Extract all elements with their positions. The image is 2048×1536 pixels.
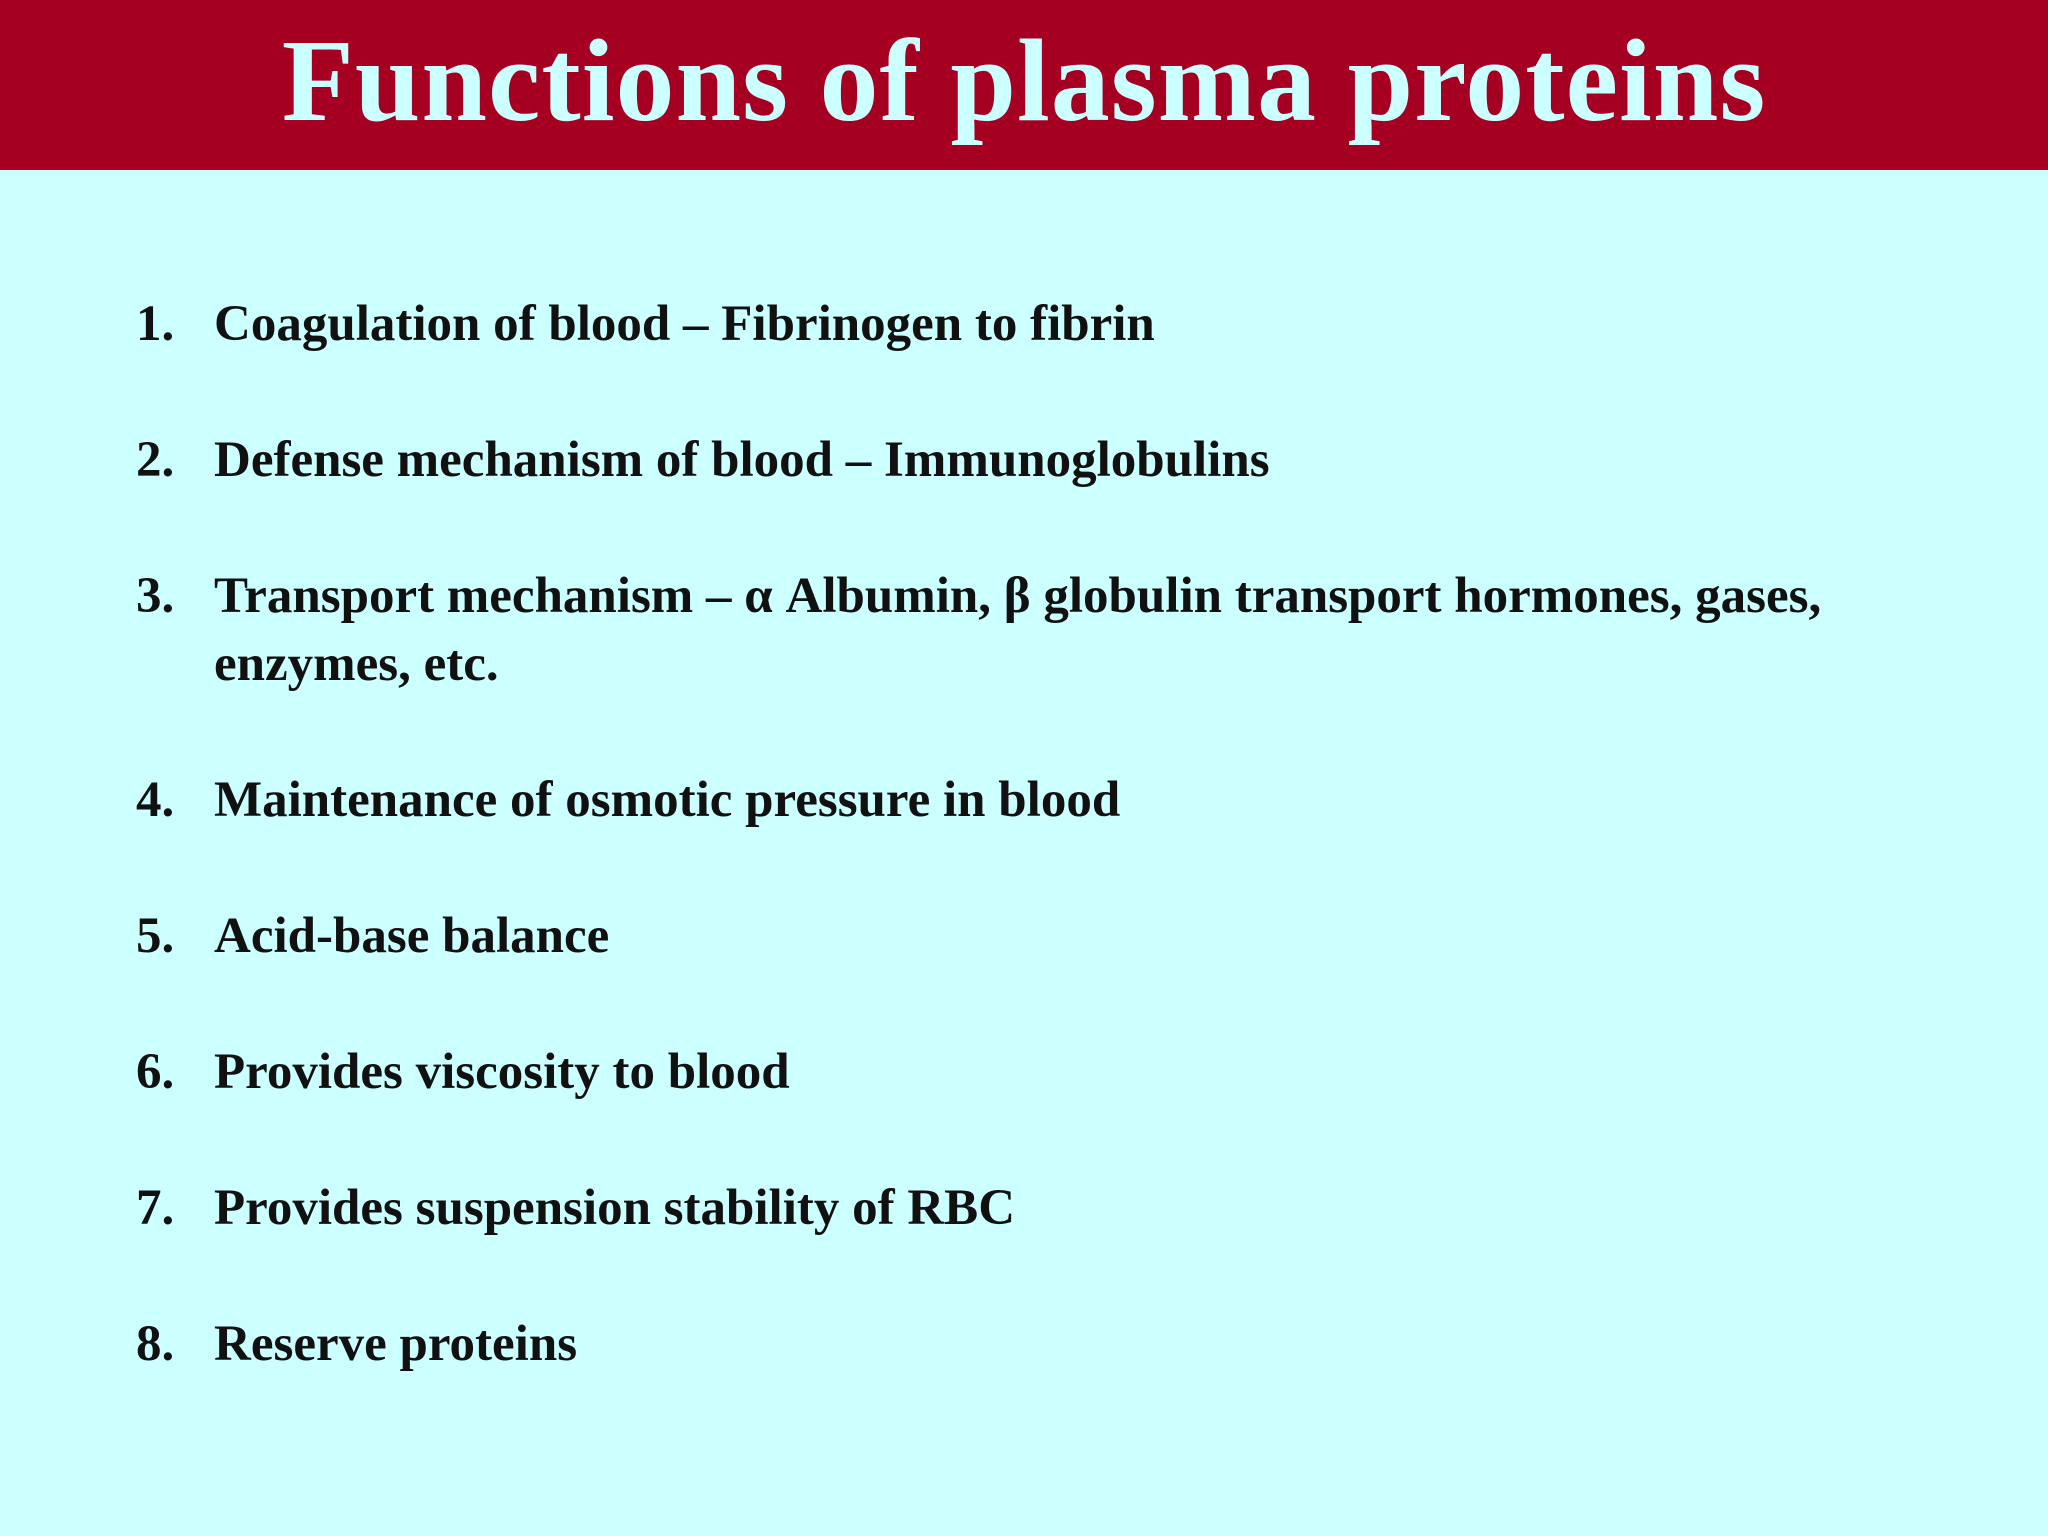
title-bar: Functions of plasma proteins [0,0,2048,170]
list-item-number: 1. [136,296,175,352]
list-item: 2. Defense mechanism of blood – Immunogl… [136,426,1936,494]
list-item: 6. Provides viscosity to blood [136,1038,1936,1106]
list-item-number: 4. [136,772,175,828]
list-item-number: 8. [136,1316,175,1372]
list-item-text: Maintenance of osmotic pressure in blood [214,772,1121,828]
list-item-number: 3. [136,568,175,624]
list-item-text: Transport mechanism – α Albumin, β globu… [214,568,1822,692]
list-item-text: Defense mechanism of blood – Immunoglobu… [214,432,1270,488]
list-item: 7. Provides suspension stability of RBC [136,1174,1936,1242]
list-item-text: Coagulation of blood – Fibrinogen to fib… [214,296,1155,352]
list-item-number: 6. [136,1044,175,1100]
list-item: 1. Coagulation of blood – Fibrinogen to … [136,290,1936,358]
slide-title: Functions of plasma proteins [281,15,1767,146]
list-item: 4. Maintenance of osmotic pressure in bl… [136,766,1936,834]
list-item: 3. Transport mechanism – α Albumin, β gl… [136,562,1936,698]
list-item-text: Provides suspension stability of RBC [214,1180,1016,1236]
list-item: 5. Acid-base balance [136,902,1936,970]
list-item-number: 5. [136,908,175,964]
list-item-text: Provides viscosity to blood [214,1044,790,1100]
list-item-number: 2. [136,432,175,488]
list-item-text: Acid-base balance [214,908,610,964]
list-item-text: Reserve proteins [214,1316,578,1372]
list-item: 8. Reserve proteins [136,1310,1936,1378]
list-item-number: 7. [136,1180,175,1236]
